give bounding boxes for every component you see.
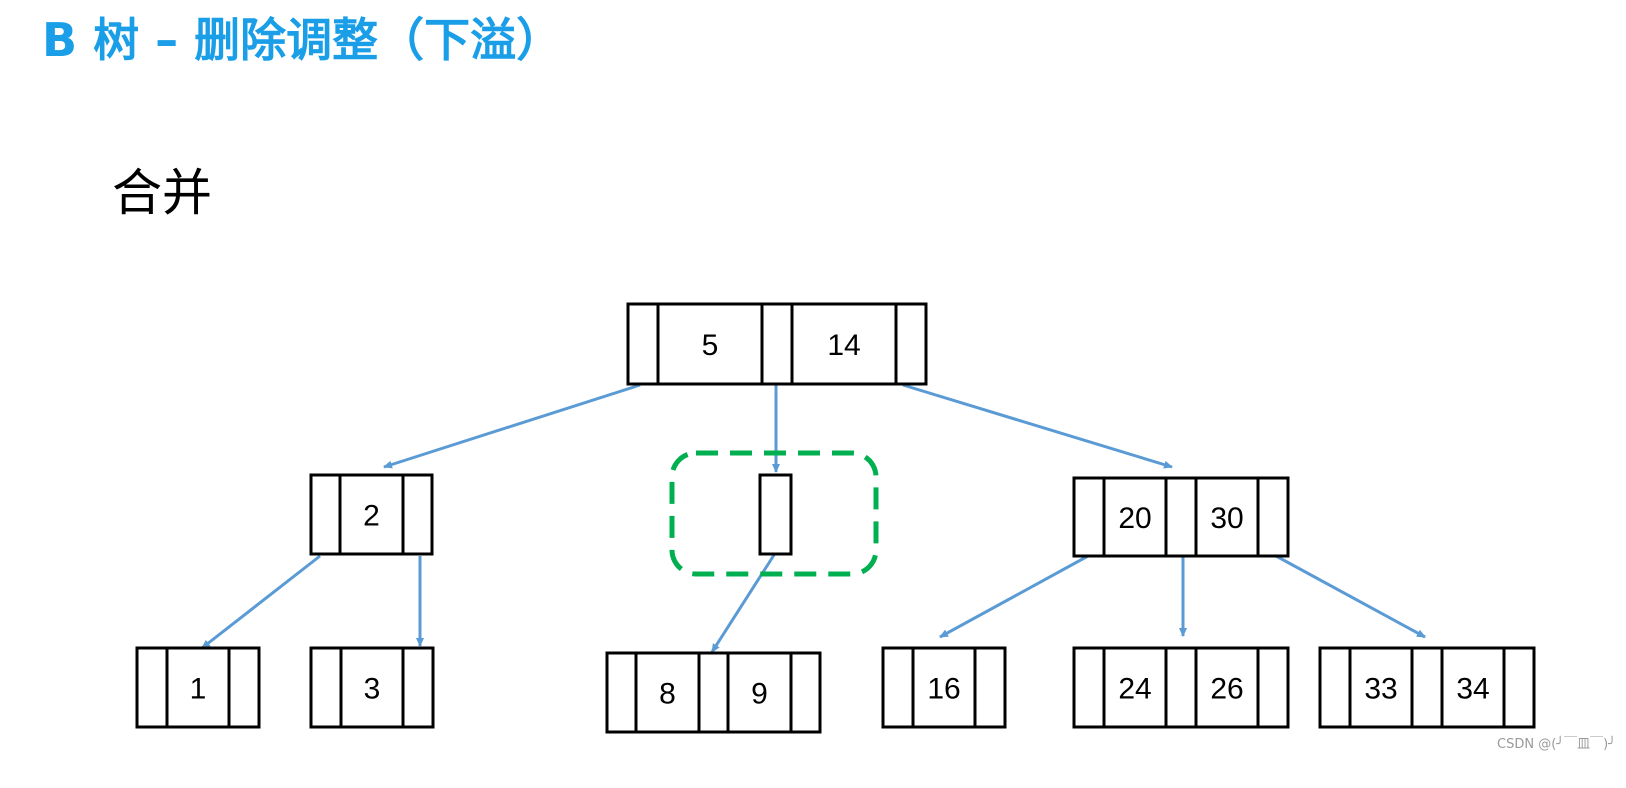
pointer-cell — [1072, 476, 1106, 558]
pointer-cell — [697, 651, 730, 734]
key-cell — [634, 651, 701, 734]
key-cell — [165, 646, 231, 729]
pointer-cell — [401, 646, 435, 729]
key-cell — [1194, 476, 1260, 558]
pointer-cell — [1072, 646, 1106, 729]
node-leaf-33-34: 33 34 — [1318, 646, 1536, 729]
edges-layer — [201, 383, 1426, 653]
pointer-cell — [309, 473, 342, 556]
pointer-cell — [626, 302, 660, 386]
node-leaf-1: 1 — [135, 646, 261, 729]
edge-right-to-leaf-33-34 — [1275, 554, 1426, 639]
pointer-cell — [1256, 476, 1290, 558]
edge-right-to-leaf-16 — [939, 554, 1089, 639]
key-label: 30 — [1210, 502, 1243, 535]
key-label: 9 — [751, 678, 768, 711]
key-label: 24 — [1118, 673, 1151, 706]
node-leaf-24-26: 24 26 — [1072, 646, 1290, 729]
node-root: 5 14 — [626, 302, 928, 386]
section-label-merge: 合并 — [112, 164, 212, 222]
node-middle-underflow — [758, 473, 793, 556]
key-label: 5 — [702, 329, 719, 362]
key-label: 2 — [363, 500, 380, 533]
key-cell — [1102, 476, 1168, 558]
pointer-cell — [881, 646, 915, 729]
key-label: 3 — [364, 673, 381, 706]
pointer-cell — [227, 646, 261, 729]
edge-left-to-leaf-1 — [201, 554, 321, 650]
edge-root-to-left — [383, 383, 641, 469]
key-label: 26 — [1210, 673, 1243, 706]
key-cell — [656, 302, 764, 386]
edge-root-to-right — [902, 383, 1173, 469]
key-label: 16 — [927, 673, 960, 706]
key-label: 34 — [1456, 673, 1489, 706]
pointer-cell — [401, 473, 434, 556]
key-cell — [1440, 646, 1506, 729]
key-cell — [338, 473, 405, 556]
pointer-cell — [309, 646, 343, 729]
key-label: 33 — [1364, 673, 1397, 706]
key-cell — [1102, 646, 1168, 729]
pointer-cell — [758, 473, 793, 556]
slide-title: B 树 – 删除调整（下溢） — [42, 13, 563, 67]
pointer-cell — [789, 651, 822, 734]
key-label: 1 — [190, 673, 207, 706]
pointer-cell — [1502, 646, 1536, 729]
pointer-cell — [1164, 476, 1198, 558]
key-label: 20 — [1118, 502, 1151, 535]
key-cell — [339, 646, 405, 729]
key-cell — [1194, 646, 1260, 729]
pointer-cell — [1410, 646, 1444, 729]
key-cell — [726, 651, 793, 734]
node-leaf-3: 3 — [309, 646, 435, 729]
key-label: 8 — [659, 678, 676, 711]
pointer-cell — [1164, 646, 1198, 729]
highlight-layer — [669, 450, 879, 577]
pointer-cell — [894, 302, 928, 386]
pointer-cell — [605, 651, 638, 734]
watermark: CSDN @(╯￣皿￣)╯ — [1497, 737, 1616, 752]
pointer-cell — [1256, 646, 1290, 729]
key-label: 14 — [827, 329, 860, 362]
pointer-cell — [760, 302, 794, 386]
node-leaf-16: 16 — [881, 646, 1007, 729]
pointer-cell — [1318, 646, 1352, 729]
key-cell — [1348, 646, 1414, 729]
node-left: 2 — [309, 473, 434, 556]
edge-middle-underflow-to-leaf-8-9 — [710, 554, 776, 653]
pointer-cell — [973, 646, 1007, 729]
underflow-highlight-box — [669, 450, 879, 577]
pointer-cell — [135, 646, 169, 729]
